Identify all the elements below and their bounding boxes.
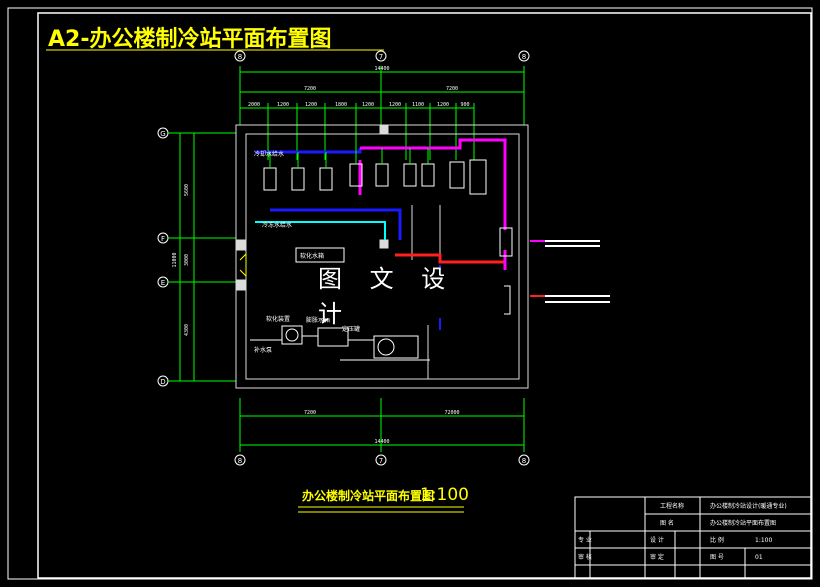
tb-number-label: 图 号 bbox=[710, 554, 724, 561]
building-walls bbox=[235, 124, 529, 389]
dim-left-1: 5600 bbox=[184, 184, 190, 196]
tb-number-value: 01 bbox=[755, 554, 763, 561]
axis-bubbles-left: G F E D bbox=[157, 127, 169, 387]
label-pressure-tank: 定压罐 bbox=[342, 325, 360, 333]
dim-top-detail-1: 2000 bbox=[248, 102, 260, 108]
label-water-tank: 软化水箱 bbox=[300, 252, 324, 260]
axis-left-e: E bbox=[161, 279, 165, 287]
dim-bottom-half-2: 72000 bbox=[444, 410, 459, 416]
label-pump-room: 补水泵 bbox=[254, 346, 272, 354]
pump-group bbox=[263, 159, 487, 195]
label-cooling-supply: 冷冻水给水 bbox=[262, 221, 292, 229]
tb-discipline-label: 专 业 bbox=[578, 536, 592, 544]
tb-approve-label: 审 定 bbox=[650, 553, 664, 561]
tb-drawing-value: 办公楼制冷站平面布置图 bbox=[710, 519, 776, 527]
dim-top-detail-6: 1200 bbox=[389, 102, 401, 108]
axis-bottom-2: 7 bbox=[379, 457, 383, 465]
tb-scale-value: 1:100 bbox=[755, 537, 772, 544]
dim-top-detail-5: 1200 bbox=[362, 102, 374, 108]
dim-left-3: 3000 bbox=[184, 254, 190, 266]
pump-risers bbox=[269, 148, 429, 168]
dim-bottom-half-1: 7200 bbox=[304, 410, 316, 416]
plan-scale: 1:100 bbox=[420, 485, 469, 505]
title-block bbox=[574, 496, 812, 579]
dimension-lines-bottom bbox=[239, 398, 525, 452]
axis-top-2: 7 bbox=[379, 53, 383, 61]
plan-caption: 办公楼制冷站平面布置图 bbox=[302, 488, 434, 503]
axis-bubbles-top: 8 7 8 bbox=[234, 50, 530, 62]
axis-left-g: G bbox=[160, 130, 165, 138]
label-chilled-water: 冷却水给水 bbox=[254, 150, 284, 158]
axis-bottom-3: 8 bbox=[522, 457, 526, 465]
axis-bubbles-bottom: 8 7 8 bbox=[234, 454, 530, 466]
pipes bbox=[255, 138, 507, 330]
dim-left-2: 11000 bbox=[172, 252, 178, 267]
outer-frame bbox=[7, 7, 813, 580]
dim-top-detail-4: 1800 bbox=[335, 102, 347, 108]
dim-top-half-2: 7200 bbox=[446, 86, 458, 92]
label-softener: 软化装置 bbox=[266, 315, 290, 323]
tb-scale-label: 比 例 bbox=[710, 536, 724, 544]
dim-top-overall: 14400 bbox=[374, 66, 389, 72]
axis-left-f: F bbox=[161, 235, 165, 243]
dim-top-detail-7: 1100 bbox=[412, 102, 424, 108]
dim-bottom-overall: 14400 bbox=[374, 439, 389, 445]
dimension-lines-left bbox=[168, 132, 236, 382]
tb-project-value: 办公楼制冷站设计(暖通专业) bbox=[710, 502, 787, 510]
watermark-banner: 图 文 设 计 bbox=[318, 265, 504, 328]
external-pipes bbox=[530, 240, 610, 303]
label-expansion: 膨胀水箱 bbox=[306, 316, 330, 324]
tb-drawing-label: 图 名 bbox=[660, 519, 674, 527]
dim-left-4: 4300 bbox=[184, 324, 190, 336]
tb-review-label: 审 核 bbox=[578, 553, 592, 561]
dim-top-detail-2: 1200 bbox=[277, 102, 289, 108]
axis-top-3: 8 bbox=[522, 53, 526, 61]
tb-design-label: 设 计 bbox=[650, 536, 664, 544]
sheet-title: A2-办公楼制冷站平面布置图 bbox=[48, 26, 331, 52]
dim-top-half-1: 7200 bbox=[304, 86, 316, 92]
drawing-border bbox=[37, 12, 812, 579]
axis-top-1: 8 bbox=[238, 53, 242, 61]
axis-left-d: D bbox=[160, 378, 165, 386]
dim-top-detail-8: 1200 bbox=[437, 102, 449, 108]
axis-bottom-1: 8 bbox=[238, 457, 242, 465]
dimension-lines-top bbox=[239, 66, 525, 160]
dim-top-detail-9: 900 bbox=[460, 102, 469, 108]
tb-project-label: 工程名称 bbox=[660, 502, 684, 510]
dim-top-detail-3: 1200 bbox=[305, 102, 317, 108]
